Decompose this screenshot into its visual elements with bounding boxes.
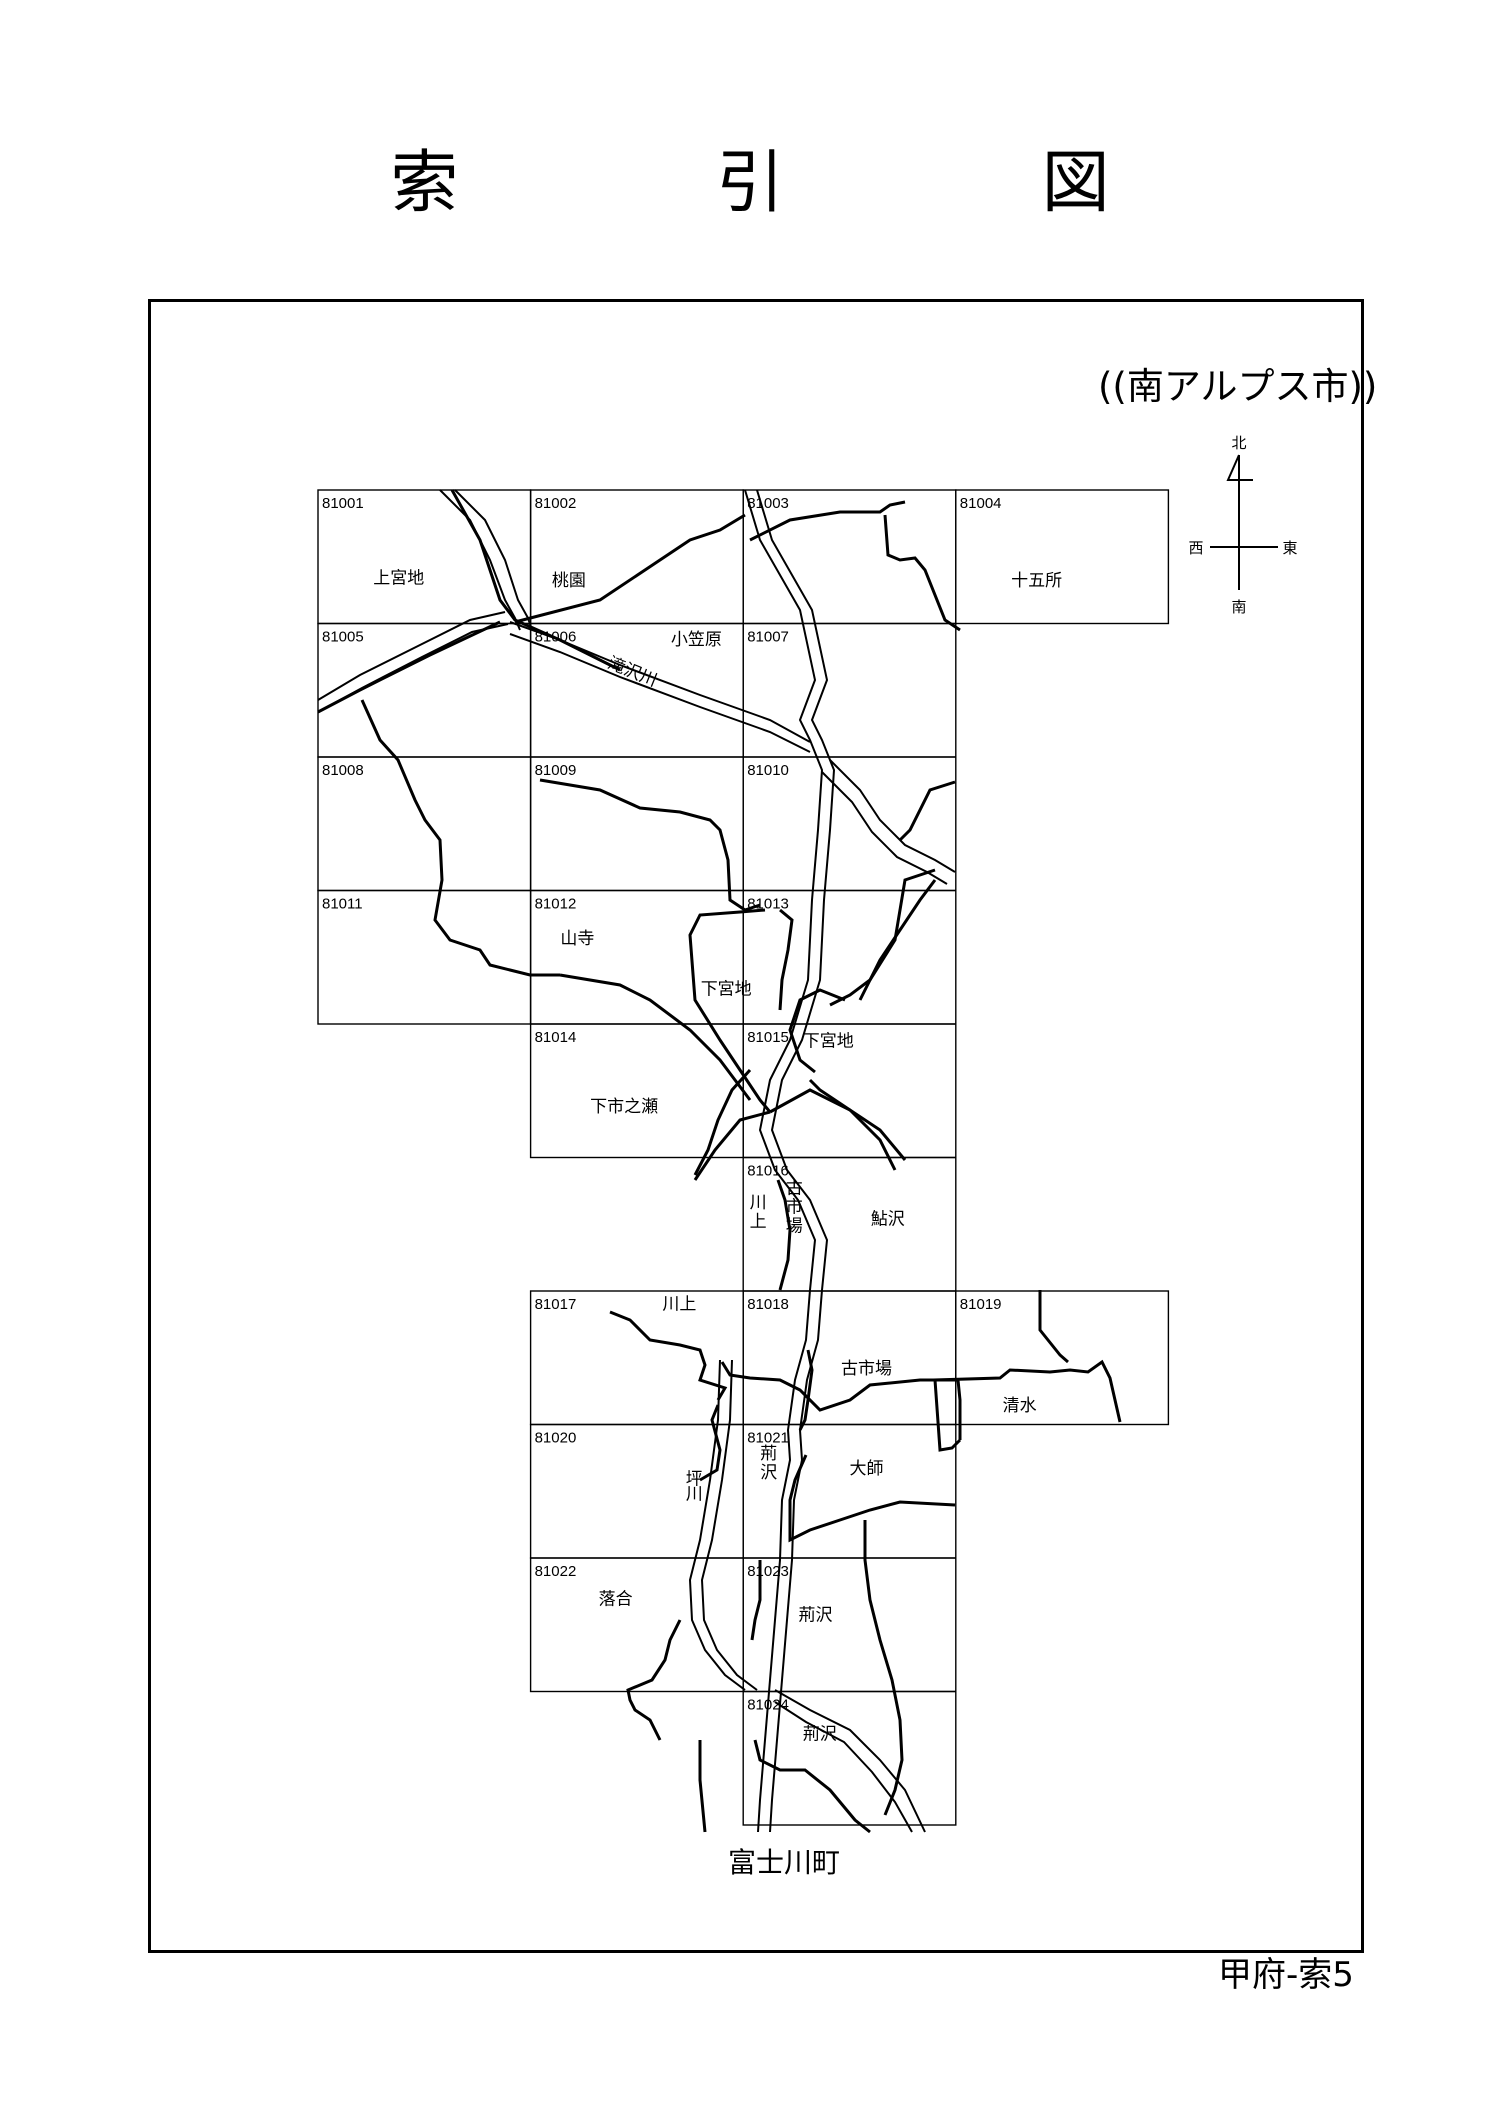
place-name: 大師	[850, 1459, 884, 1479]
river-name: 滝沢川	[605, 653, 660, 691]
sheet-cell[interactable]	[955, 489, 1170, 625]
place-name: 上宮地	[373, 568, 424, 588]
place-name: 荊沢	[798, 1606, 832, 1626]
place-name: 十五所	[1011, 571, 1062, 591]
place-name-vertical: 古市場	[786, 1179, 803, 1237]
sheet-code: 甲府-索5	[1218, 1955, 1354, 1995]
place-name-vertical: 荊沢	[760, 1444, 777, 1483]
place-name: 清水	[1003, 1396, 1037, 1416]
place-name: 下宮地	[701, 980, 752, 1000]
place-name: 鮎沢	[871, 1209, 905, 1229]
place-name: 桃園	[552, 571, 586, 591]
compass-south: 南	[1231, 598, 1246, 616]
place-name: 下市之瀬	[590, 1097, 658, 1117]
sheet-id: 81013	[747, 896, 789, 913]
sheet-id: 81003	[747, 495, 789, 512]
map-frame	[148, 299, 1364, 1953]
river-south	[688, 1359, 926, 1833]
sheet-id: 81020	[535, 1430, 577, 1447]
sheet-id: 81012	[535, 896, 577, 913]
sheet-cell[interactable]	[955, 1290, 1170, 1426]
map-linework	[317, 489, 1122, 1834]
highway-road	[744, 489, 836, 1833]
sheet-id: 81018	[747, 1296, 789, 1313]
place-name: 小笠原	[671, 630, 722, 650]
compass-north: 北	[1231, 434, 1246, 452]
sheet-id: 81006	[535, 629, 577, 646]
compass-rose: 北 南 東 西	[1188, 434, 1297, 616]
sheet-id: 81002	[535, 495, 577, 512]
neighbor-town-label: 富士川町	[728, 1846, 840, 1879]
sheet-id: 81009	[535, 762, 577, 779]
sheet-id: 81005	[322, 629, 364, 646]
sheet-id: 81008	[322, 762, 364, 779]
sheet-id: 81001	[322, 495, 364, 512]
place-name: 下宮地	[803, 1032, 854, 1052]
place-name: 川上	[662, 1295, 696, 1315]
place-labels: 上宮地桃園十五所小笠原山寺下宮地下宮地下市之瀬鮎沢川上古市場清水大師落合荊沢荊沢…	[373, 568, 1062, 1744]
sheet-id: 81016	[747, 1163, 789, 1180]
north-arrow-icon	[1226, 454, 1253, 481]
sheet-grid	[317, 489, 1170, 1826]
sheet-id: 81010	[747, 762, 789, 779]
place-name: 落合	[599, 1590, 633, 1610]
sheet-id-labels: 81001 81002 81003 81004 81005 81006 81007 81008…	[322, 495, 1002, 1714]
compass-west: 西	[1188, 539, 1203, 557]
sheet-id: 81007	[747, 629, 789, 646]
compass-east: 東	[1282, 539, 1297, 557]
place-name: 山寺	[560, 929, 594, 949]
sheet-id: 81004	[960, 495, 1002, 512]
region-label: ((南アルプス市))	[1098, 365, 1378, 408]
sheet-id: 81014	[535, 1029, 577, 1046]
sheet-id: 81024	[747, 1697, 789, 1714]
sheet-id: 81019	[960, 1296, 1002, 1313]
place-name-vertical: 川上	[750, 1193, 767, 1232]
place-name: 古市場	[841, 1359, 892, 1379]
river-northwest	[317, 489, 956, 885]
sheet-id: 81022	[535, 1563, 577, 1580]
page-title: 索 引 図	[390, 144, 1228, 223]
sheet-cell[interactable]	[742, 1690, 957, 1826]
sheet-id: 81017	[535, 1296, 577, 1313]
sheet-id: 81011	[322, 896, 363, 913]
sheet-id: 81023	[747, 1563, 789, 1580]
place-name: 荊沢	[803, 1725, 837, 1745]
sheet-id: 81015	[747, 1029, 789, 1046]
district-boundaries	[317, 489, 1122, 1834]
river-name: 坪川	[686, 1470, 703, 1505]
sheet-id: 81021	[747, 1430, 789, 1447]
